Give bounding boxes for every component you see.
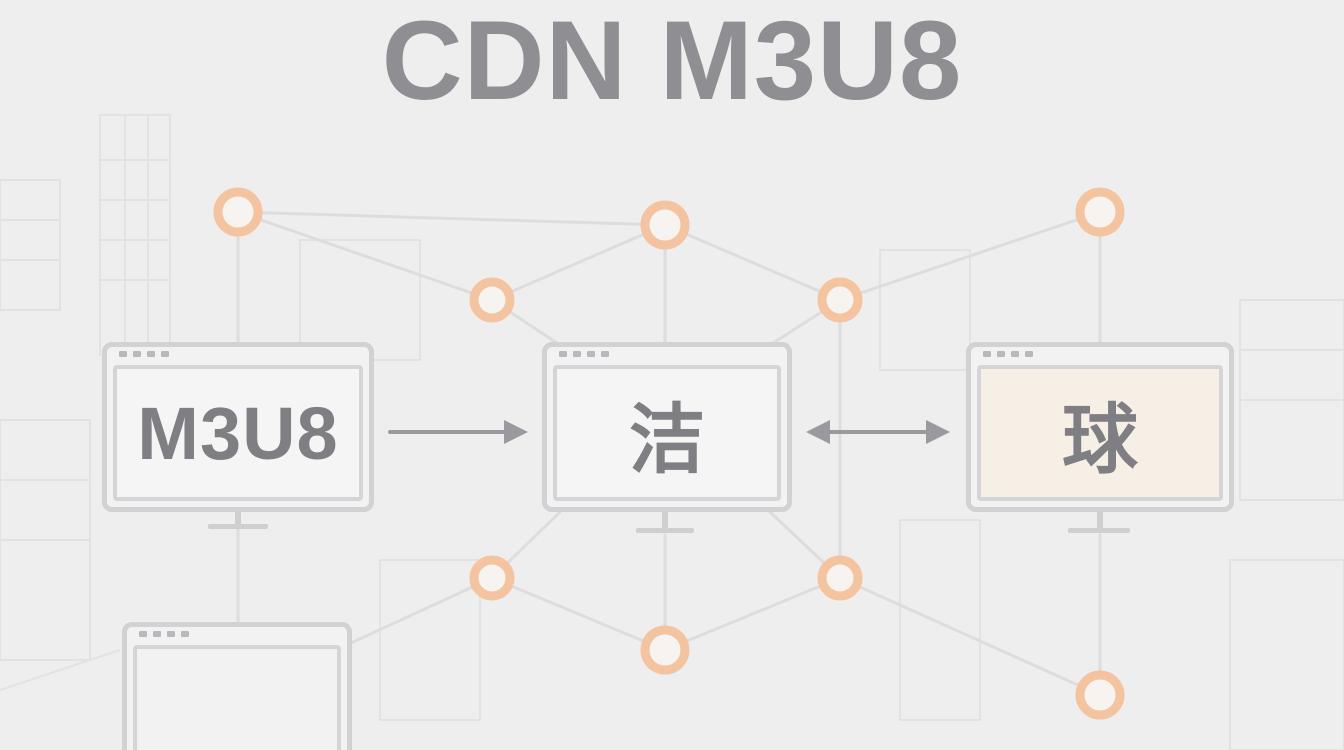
window-dots-icon <box>983 351 1033 357</box>
window-screen: 洁 <box>553 365 781 501</box>
window-right-stand <box>1068 528 1130 533</box>
window-center-stand-neck <box>662 512 668 530</box>
node-top-left <box>213 187 263 237</box>
node-top-right <box>1075 187 1125 237</box>
window-titlebar <box>107 347 369 365</box>
window-center-stand <box>636 528 694 533</box>
window-bottom-left <box>122 622 352 750</box>
window-label-m3u8: M3U8 <box>137 391 339 475</box>
window-left-m3u8: M3U8 <box>102 342 374 512</box>
window-right-stand-neck <box>1097 512 1103 530</box>
arrowhead-right-icon <box>504 420 528 444</box>
window-screen: 球 <box>977 365 1223 501</box>
window-titlebar <box>547 347 787 365</box>
node-top-center <box>640 200 690 250</box>
window-screen <box>133 645 341 750</box>
node-lower-left-mid <box>469 555 515 601</box>
window-left-stand-neck <box>235 512 241 526</box>
node-upper-right-mid <box>817 277 863 323</box>
diagram-title: CDN M3U8 <box>381 0 963 123</box>
arrowhead-right-icon <box>926 420 950 444</box>
arrowhead-left-icon <box>806 420 830 444</box>
window-dots-icon <box>139 631 189 637</box>
window-label-right: 球 <box>1062 395 1138 484</box>
window-titlebar <box>971 347 1229 365</box>
window-screen: M3U8 <box>113 365 363 501</box>
window-dots-icon <box>119 351 169 357</box>
window-right: 球 <box>966 342 1234 512</box>
window-label-center: 洁 <box>629 395 705 484</box>
node-upper-left-mid <box>469 277 515 323</box>
window-center: 洁 <box>542 342 792 512</box>
window-dots-icon <box>559 351 609 357</box>
node-bottom-right <box>1075 670 1125 720</box>
window-left-stand <box>208 524 268 529</box>
window-titlebar <box>127 627 347 645</box>
node-bottom-center <box>640 625 690 675</box>
node-lower-right-mid <box>817 555 863 601</box>
